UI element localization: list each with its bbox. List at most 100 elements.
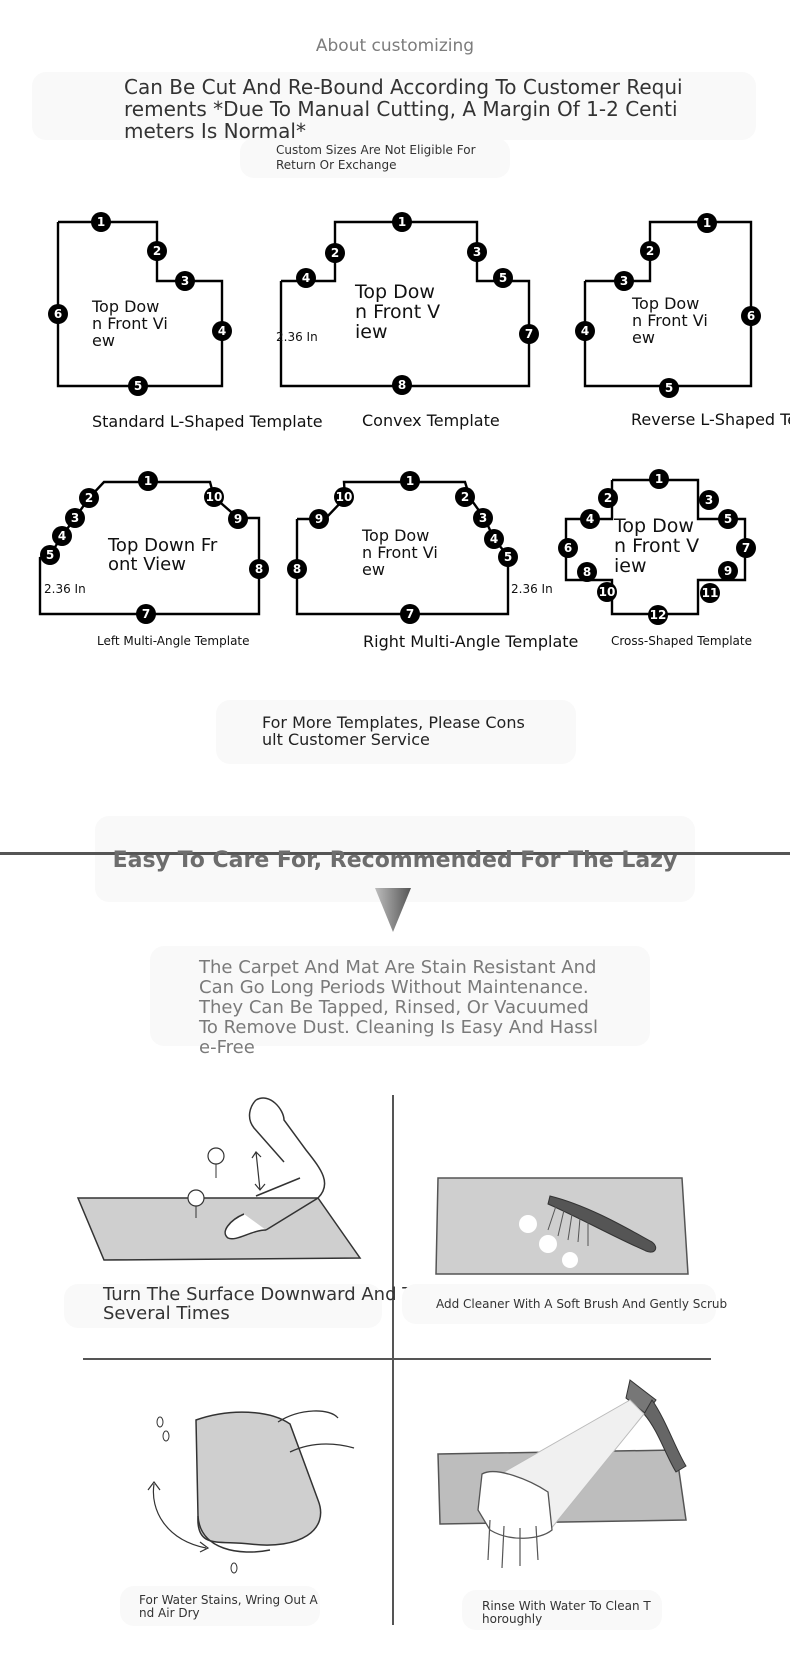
marker-number: 5 xyxy=(504,550,512,564)
marker-number: 1 xyxy=(655,472,663,486)
step-3-caption: For Water Stains, Wring Out And Air Dry xyxy=(139,1593,318,1620)
label-reverse-l: Reverse L-Shaped Template xyxy=(631,410,790,429)
marker-number: 12 xyxy=(650,608,667,622)
marker-circle xyxy=(640,241,660,261)
reverse-l-outline xyxy=(583,220,753,388)
care-body-band xyxy=(150,946,650,1046)
note-band xyxy=(240,138,510,178)
marker-circle xyxy=(325,243,345,263)
marker-circle xyxy=(79,488,99,508)
marker-circle xyxy=(718,509,738,529)
marker-number: 1 xyxy=(144,474,152,488)
marker-number: 10 xyxy=(336,490,353,504)
grid-horizontal-line xyxy=(83,1358,711,1360)
section-divider xyxy=(0,852,790,855)
marker-number: 3 xyxy=(181,274,189,288)
marker-circle xyxy=(136,604,156,624)
marker-number: 2 xyxy=(85,491,93,505)
step-1-caption: Turn The Surface Downward And Tap It Sev… xyxy=(103,1284,451,1324)
marker-circle xyxy=(597,582,617,602)
marker-number: 3 xyxy=(705,493,713,507)
marker-circle xyxy=(91,212,111,232)
marker-number: 10 xyxy=(599,585,616,599)
inside-label-standard: Top Down Front View xyxy=(92,297,168,350)
inside-label-right-multi: Top Down Front View xyxy=(362,526,438,579)
marker-circle xyxy=(147,241,167,261)
customizing-lead-text: Can Be Cut And Re-Bound According To Cus… xyxy=(124,75,683,143)
marker-circle xyxy=(204,487,224,507)
lead-band xyxy=(32,72,756,140)
inside-label-convex: Top Down Front View xyxy=(355,281,441,343)
step-2-caption: Add Cleaner With A Soft Brush And Gently… xyxy=(436,1297,728,1311)
marker-circle xyxy=(580,509,600,529)
grid-vertical-line xyxy=(392,1095,394,1625)
marker-circle xyxy=(287,559,307,579)
dimension-left-multi: 2.36 In xyxy=(44,582,86,596)
marker-circle xyxy=(697,213,717,233)
marker-circle xyxy=(65,508,85,528)
marker-number: 6 xyxy=(564,541,572,555)
dimension-convex: 2.36 In xyxy=(276,330,318,344)
marker-circle xyxy=(309,509,329,529)
marker-circle xyxy=(700,583,720,603)
marker-number: 8 xyxy=(255,562,263,576)
care-title: Easy To Care For, Recommended For The La… xyxy=(112,848,678,873)
marker-circle xyxy=(649,469,669,489)
marker-circle xyxy=(718,561,738,581)
marker-circle xyxy=(659,378,679,398)
marker-circle xyxy=(249,559,269,579)
marker-circle xyxy=(128,376,148,396)
marker-number: 5 xyxy=(499,271,507,285)
marker-circle xyxy=(392,212,412,232)
marker-circle xyxy=(175,271,195,291)
marker-circle xyxy=(741,306,761,326)
brush-carpet-illustration xyxy=(435,1177,689,1275)
marker-number: 11 xyxy=(702,586,719,600)
marker-circle xyxy=(467,242,487,262)
marker-number: 7 xyxy=(406,607,414,621)
marker-circle xyxy=(558,538,578,558)
marker-circle xyxy=(228,509,248,529)
marker-number: 3 xyxy=(479,511,487,525)
care-title-band xyxy=(95,816,695,902)
marker-circle xyxy=(575,321,595,341)
marker-circle xyxy=(296,268,316,288)
return-note: Custom Sizes Are Not Eligible For Return… xyxy=(276,143,476,172)
marker-circle xyxy=(736,538,756,558)
caption-band-2 xyxy=(402,1284,716,1324)
marker-circle xyxy=(455,487,475,507)
label-right-multi: Right Multi-Angle Template xyxy=(363,632,579,651)
marker-circle xyxy=(52,526,72,546)
marker-circle xyxy=(577,562,597,582)
down-arrow-icon xyxy=(375,888,411,932)
marker-number: 4 xyxy=(586,512,594,526)
section-subtitle: About customizing xyxy=(315,36,475,56)
marker-number: 8 xyxy=(583,565,591,579)
marker-number: 8 xyxy=(293,562,301,576)
marker-circle xyxy=(212,321,232,341)
marker-circle xyxy=(400,604,420,624)
tap-carpet-illustration xyxy=(76,1097,362,1261)
marker-number: 7 xyxy=(742,541,750,555)
marker-circle xyxy=(473,508,493,528)
marker-circle xyxy=(699,490,719,510)
wring-carpet-illustration xyxy=(147,1410,355,1574)
caption-band-4 xyxy=(462,1590,662,1630)
inside-label-reverse: Top Down Front View xyxy=(632,294,708,347)
marker-number: 9 xyxy=(315,512,323,526)
marker-number: 1 xyxy=(406,474,414,488)
care-body: The Carpet And Mat Are Stain Resistant A… xyxy=(199,957,598,1058)
marker-number: 5 xyxy=(46,548,54,562)
marker-number: 9 xyxy=(234,512,242,526)
marker-number: 2 xyxy=(331,246,339,260)
marker-number: 3 xyxy=(473,245,481,259)
marker-circle xyxy=(493,268,513,288)
more-band xyxy=(216,700,576,764)
marker-number: 6 xyxy=(747,309,755,323)
marker-number: 1 xyxy=(703,216,711,230)
more-templates-text: For More Templates, Please Consult Custo… xyxy=(262,713,525,749)
marker-circle xyxy=(498,547,518,567)
marker-circle xyxy=(40,545,60,565)
label-cross: Cross-Shaped Template xyxy=(611,634,752,648)
